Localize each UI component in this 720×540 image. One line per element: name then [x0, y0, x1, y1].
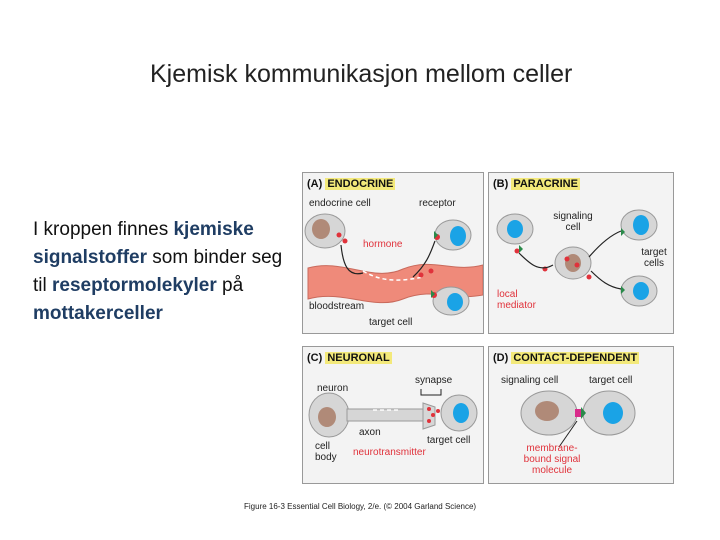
label-target-cell: target cell: [369, 317, 413, 328]
slide-title: Kjemisk kommunikasjon mellom celler: [150, 60, 573, 88]
highlight-reseptormolekyler: reseptormolekyler: [52, 275, 217, 296]
label-target-cells: target cells: [641, 247, 667, 269]
slide-body-text: I kroppen finnes kjemiske signalstoffer …: [33, 216, 295, 328]
panel-b-title: (B) PARACRINE: [493, 178, 580, 190]
label-hormone: hormone: [363, 239, 403, 250]
label-axon: axon: [359, 427, 381, 438]
label-synapse: synapse: [415, 375, 453, 386]
figure-caption: Figure 16-3 Essential Cell Biology, 2/e.…: [244, 502, 477, 511]
label-local-mediator: local mediator: [497, 289, 536, 311]
label-membrane-bound-signal: membrane-bound signal molecule: [523, 443, 581, 476]
body-text-part: som binder seg til: [33, 247, 283, 296]
body-text-part: I kroppen finnes: [33, 219, 174, 240]
label-signaling-cell: signaling cell: [501, 375, 559, 386]
panel-contact-dependent: (D) CONTACT-DEPENDENT signaling cell tar…: [488, 346, 674, 484]
highlight-signalstoffer: kjemiske signalstoffer: [33, 219, 254, 268]
panel-a-title: (A) ENDOCRINE: [307, 178, 396, 190]
panel-d-title: (D) CONTACT-DEPENDENT: [493, 352, 640, 364]
label-neurotransmitter: neurotransmitter: [353, 447, 426, 458]
panel-c-title: (C) NEURONAL: [307, 352, 392, 364]
cell-signaling-figure: (A) ENDOCRINE endocrine cell receptor ho…: [300, 170, 676, 486]
body-text-part: på: [216, 275, 244, 296]
highlight-mottakerceller: mottakerceller: [33, 303, 163, 324]
contact-diagram: [520, 390, 636, 448]
label-bloodstream: bloodstream: [309, 301, 365, 312]
panel-neuronal: (C) NEURONAL neuron synapse axon cell bo…: [302, 346, 484, 484]
panel-paracrine: (B) PARACRINE signaling cell target cell…: [488, 172, 674, 334]
neuronal-diagram: [308, 389, 478, 438]
label-target-cell: target cell: [427, 435, 471, 446]
label-signaling-cell: signaling cell: [553, 211, 593, 233]
label-endocrine-cell: endocrine cell: [309, 198, 371, 209]
paracrine-diagram: [496, 209, 658, 307]
label-neuron: neuron: [317, 383, 349, 394]
label-target-cell: target cell: [589, 375, 633, 386]
endocrine-diagram: [304, 213, 483, 316]
panel-endocrine: (A) ENDOCRINE endocrine cell receptor ho…: [302, 172, 484, 334]
label-receptor: receptor: [419, 198, 456, 209]
label-cell-body: cell body: [315, 441, 337, 463]
